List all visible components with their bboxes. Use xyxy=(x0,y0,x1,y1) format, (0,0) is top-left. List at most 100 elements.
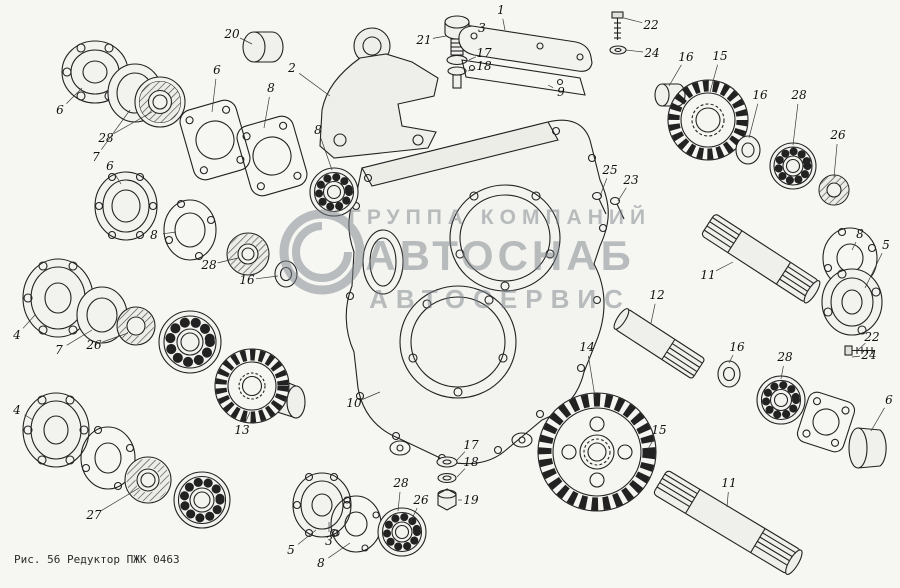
leader-line-7 xyxy=(101,109,131,150)
bearing-28-bottom xyxy=(377,507,427,557)
part-label-22: 22 xyxy=(863,330,879,344)
flange-4-bottom xyxy=(22,392,90,468)
leader-line-1 xyxy=(502,18,506,31)
shaft-11-upper xyxy=(701,214,821,304)
leader-line-8 xyxy=(263,96,270,129)
part-label-5: 5 xyxy=(882,238,890,252)
part-label-6: 6 xyxy=(106,159,114,173)
leader-line-22 xyxy=(857,342,866,351)
leader-line-24 xyxy=(625,49,644,53)
housing-10 xyxy=(345,119,609,465)
leader-line-23 xyxy=(617,187,627,202)
part-label-3: 3 xyxy=(325,534,333,548)
part-label-7: 7 xyxy=(92,150,100,164)
leader-line-6 xyxy=(114,173,122,185)
roller-20 xyxy=(242,31,284,63)
bearing-28-left xyxy=(226,232,270,276)
leader-line-7 xyxy=(66,329,93,346)
ring-26-upper xyxy=(818,174,850,206)
part-label-24: 24 xyxy=(860,348,876,362)
watermark: ГРУППА КОМПАНИЙ АВТОСНАБ АВТОСЕРВИС xyxy=(279,205,651,314)
part-label-28: 28 xyxy=(790,88,807,102)
watermark-company-group: ГРУППА КОМПАНИЙ xyxy=(349,205,651,229)
leader-line-6 xyxy=(870,407,885,432)
part-label-28: 28 xyxy=(200,258,217,272)
part-label-9: 9 xyxy=(557,85,565,99)
part-label-16: 16 xyxy=(729,340,745,354)
part-label-8: 8 xyxy=(317,556,325,570)
leader-line-17 xyxy=(456,451,466,461)
leader-line-28 xyxy=(780,365,784,380)
gear-15 xyxy=(667,79,749,161)
part-label-6: 6 xyxy=(213,63,221,77)
part-label-24: 24 xyxy=(643,46,659,60)
part-label-16: 16 xyxy=(678,50,694,64)
part-label-10: 10 xyxy=(346,396,362,410)
leader-line-14 xyxy=(588,355,596,398)
part-label-21: 21 xyxy=(415,33,431,47)
leader-line-15 xyxy=(647,437,655,450)
gear-14 xyxy=(537,392,657,512)
leader-line-16 xyxy=(748,103,759,139)
cup-6-right xyxy=(848,427,887,469)
bearing-28-lower xyxy=(756,375,806,425)
leader-line-16 xyxy=(728,354,734,364)
gear-13 xyxy=(214,348,306,424)
part-label-16: 16 xyxy=(239,273,255,287)
part-label-12: 12 xyxy=(649,288,664,302)
leader-line-25 xyxy=(599,178,608,197)
nut-19 xyxy=(437,488,457,511)
leader-line-26 xyxy=(409,507,418,524)
gasket-9 xyxy=(461,59,586,96)
leader-line-18 xyxy=(467,68,476,72)
gasket-8-top xyxy=(236,115,308,197)
gasket-bottom-left xyxy=(80,425,136,491)
leader-line-11 xyxy=(715,261,734,272)
part-label-8: 8 xyxy=(267,81,275,95)
leader-line-28 xyxy=(792,103,799,146)
leader-line-8 xyxy=(320,138,333,171)
part-label-8: 8 xyxy=(856,227,864,241)
part-label-28: 28 xyxy=(392,476,409,490)
leader-line-17 xyxy=(468,56,476,61)
leader-line-28 xyxy=(217,257,239,264)
leader-line-16 xyxy=(255,275,279,280)
part-label-18: 18 xyxy=(476,59,492,73)
part-label-11: 11 xyxy=(700,268,715,282)
watermark-logo-icon xyxy=(279,209,365,295)
leader-line-10 xyxy=(362,391,381,400)
leader-line-13 xyxy=(245,411,251,422)
part-label-1: 1 xyxy=(497,3,505,17)
leader-line-6 xyxy=(66,87,83,104)
leader-line-8 xyxy=(162,231,177,235)
ring-16-lower xyxy=(717,360,741,388)
leader-line-27 xyxy=(101,487,140,511)
plate-8-lower xyxy=(796,391,856,453)
flange-5-right xyxy=(821,268,883,336)
leader-line-18 xyxy=(456,468,466,478)
part-label-4: 4 xyxy=(12,328,21,342)
part-label-28: 28 xyxy=(97,131,114,145)
leader-line-9 xyxy=(547,84,554,89)
shaft-11-lower xyxy=(653,470,803,575)
leader-line-3 xyxy=(467,24,474,27)
part-label-8: 8 xyxy=(314,123,322,137)
leader-line-6 xyxy=(211,78,217,113)
leader-line-2 xyxy=(298,73,331,97)
leader-line-16 xyxy=(668,64,682,87)
leader-line-11 xyxy=(726,491,729,508)
bearing-ball-bottom-left xyxy=(173,471,231,529)
leader-line-4 xyxy=(22,314,36,329)
part-label-26: 26 xyxy=(85,338,102,352)
sleeve-16-top xyxy=(654,83,686,107)
part-label-4: 4 xyxy=(12,403,21,417)
bolt-22-right xyxy=(844,345,874,356)
gasket-8-left xyxy=(163,199,217,261)
part-label-17: 17 xyxy=(463,438,479,452)
part-label-8: 8 xyxy=(150,228,158,242)
ring-26-mid xyxy=(116,306,156,346)
part-label-18: 18 xyxy=(463,455,479,469)
